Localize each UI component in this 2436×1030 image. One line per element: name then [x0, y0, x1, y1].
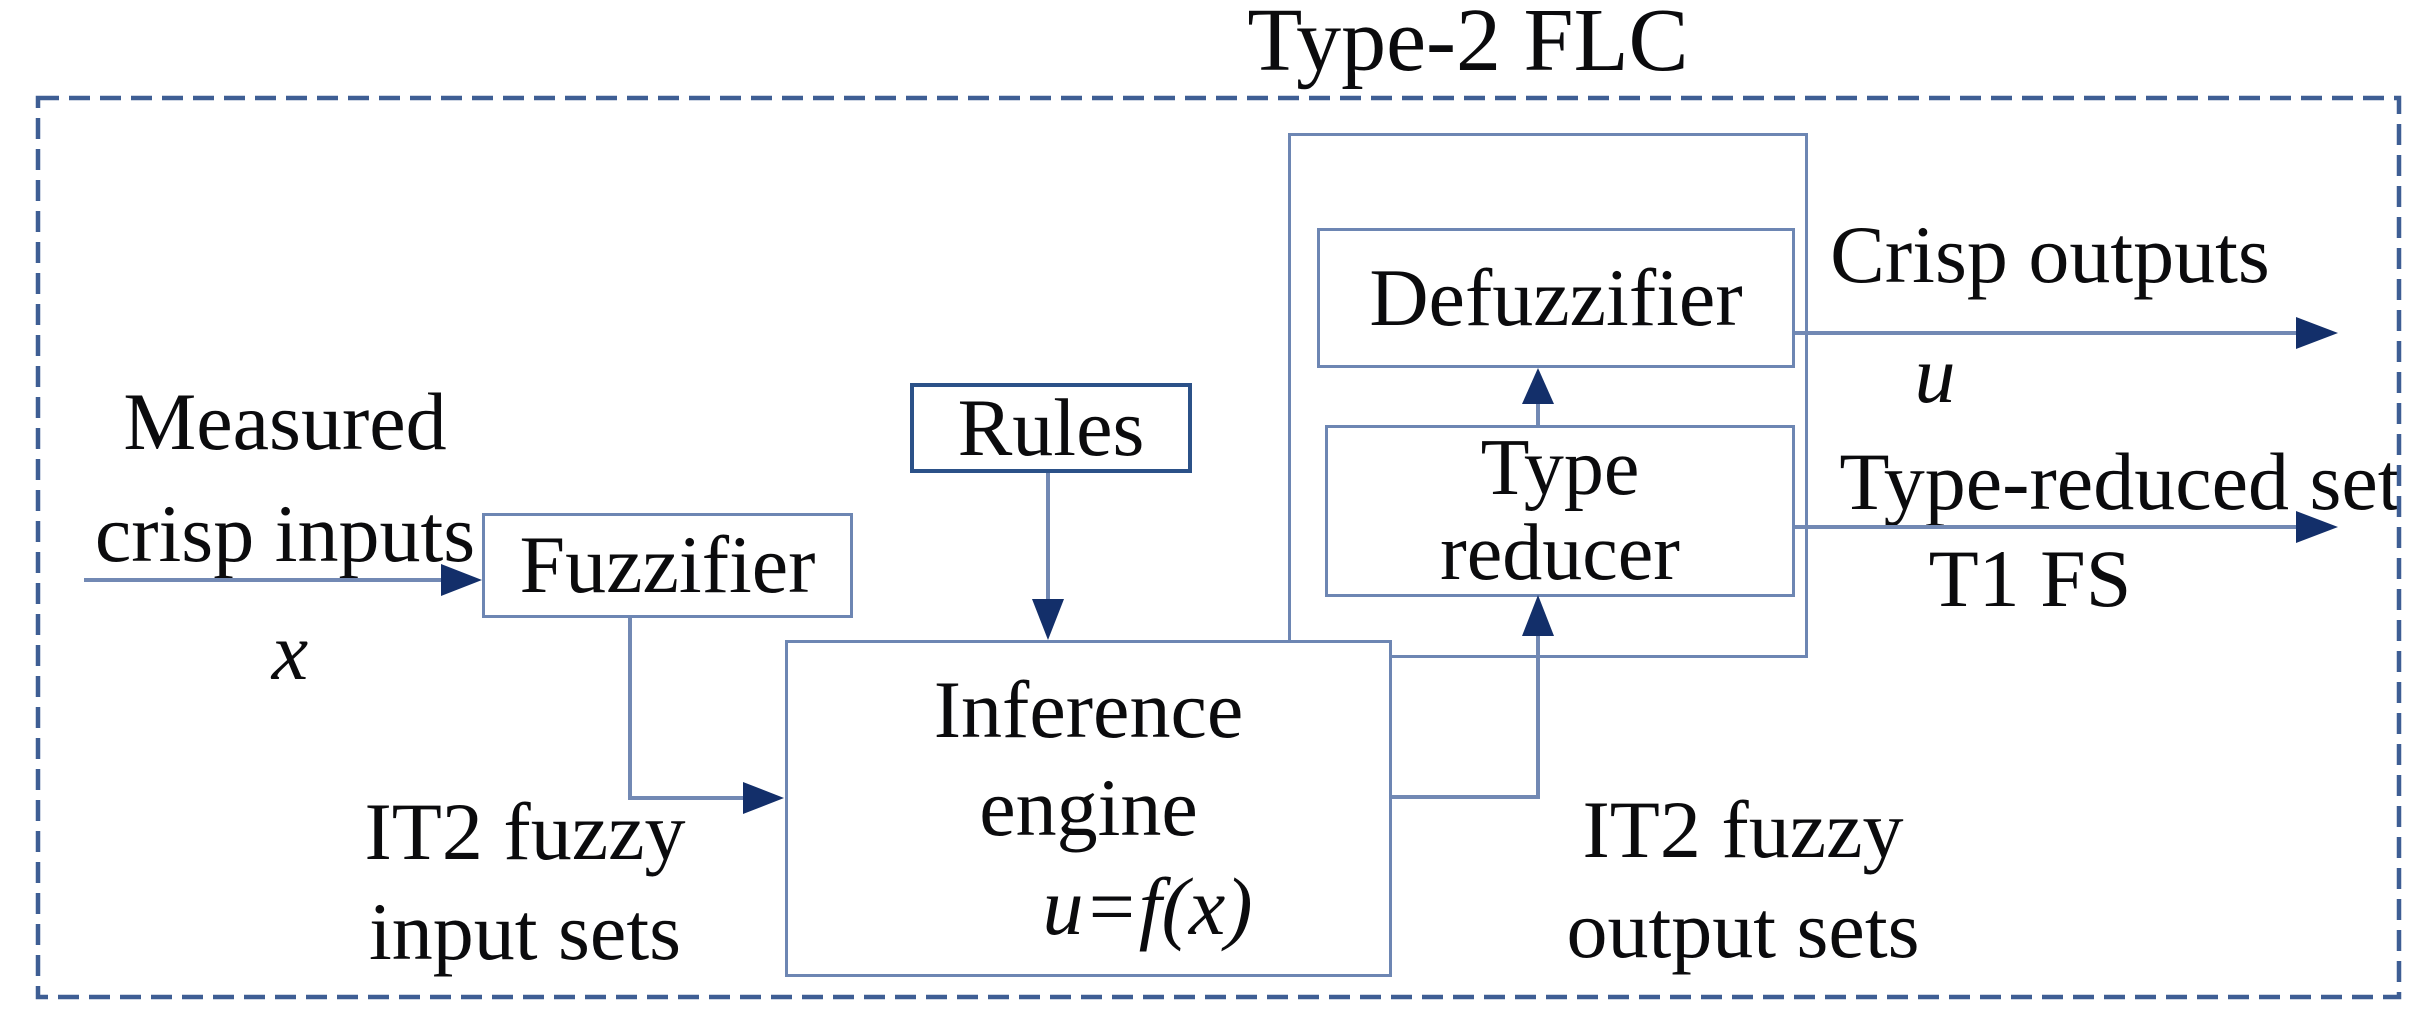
- rules-box: Rules: [910, 382, 1192, 473]
- defuzzifier-box: Defuzzifier: [1317, 228, 1795, 368]
- measured-crisp-inputs-line2: crisp inputs: [94, 488, 476, 579]
- u-output-label: u: [1914, 329, 1956, 420]
- type-reducer-line1: Type: [1480, 424, 1640, 512]
- fuzzifier-box: Fuzzifier: [482, 513, 853, 618]
- measured-crisp-inputs-line1: Measured: [123, 376, 447, 467]
- it2-fuzzy-input-sets-label: IT2 fuzzy input sets: [300, 782, 750, 982]
- inference-engine-formula: u=f(x): [1042, 860, 1253, 952]
- inference-to-type-reducer-line: [1392, 634, 1540, 799]
- it2-fuzzy-output-sets-line2: output sets: [1566, 884, 1920, 975]
- rules-to-inference-arrowhead: [1032, 599, 1064, 640]
- diagram-title: Type-2 FLC: [1247, 0, 1689, 90]
- type-reducer-box: Type reducer: [1325, 425, 1795, 597]
- inference-engine-box: Inference engine u=f(x): [785, 640, 1392, 977]
- fuzzifier-to-inference-line: [628, 618, 744, 800]
- inference-engine-line1: Inference: [933, 663, 1244, 755]
- type-reduced-set-label: Type-reduced set: [1839, 436, 2401, 527]
- rules-to-inference-arrow: [1032, 473, 1064, 640]
- defuzzifier-label: Defuzzifier: [1369, 251, 1743, 343]
- measured-crisp-inputs-label: Measured crisp inputs: [60, 366, 510, 590]
- fuzzifier-label: Fuzzifier: [519, 519, 816, 611]
- it2-fuzzy-input-sets-line2: input sets: [368, 886, 682, 977]
- crisp-outputs-arrowhead: [2296, 317, 2338, 349]
- rules-label: Rules: [957, 381, 1145, 473]
- type-reducer-label: Type reducer: [1440, 426, 1680, 596]
- it2-fuzzy-output-sets-label: IT2 fuzzy output sets: [1518, 780, 1968, 980]
- t1-fs-label: T1 FS: [1928, 533, 2132, 624]
- type-reducer-line2: reducer: [1440, 509, 1680, 597]
- x-input-label: x: [271, 606, 309, 697]
- crisp-outputs-label: Crisp outputs: [1830, 209, 2270, 300]
- inference-engine-line2: engine: [979, 762, 1198, 854]
- inference-engine-label: Inference engine u=f(x): [788, 661, 1389, 956]
- it2-fuzzy-output-sets-line1: IT2 fuzzy: [1582, 784, 1904, 875]
- it2-fuzzy-input-sets-line1: IT2 fuzzy: [364, 786, 686, 877]
